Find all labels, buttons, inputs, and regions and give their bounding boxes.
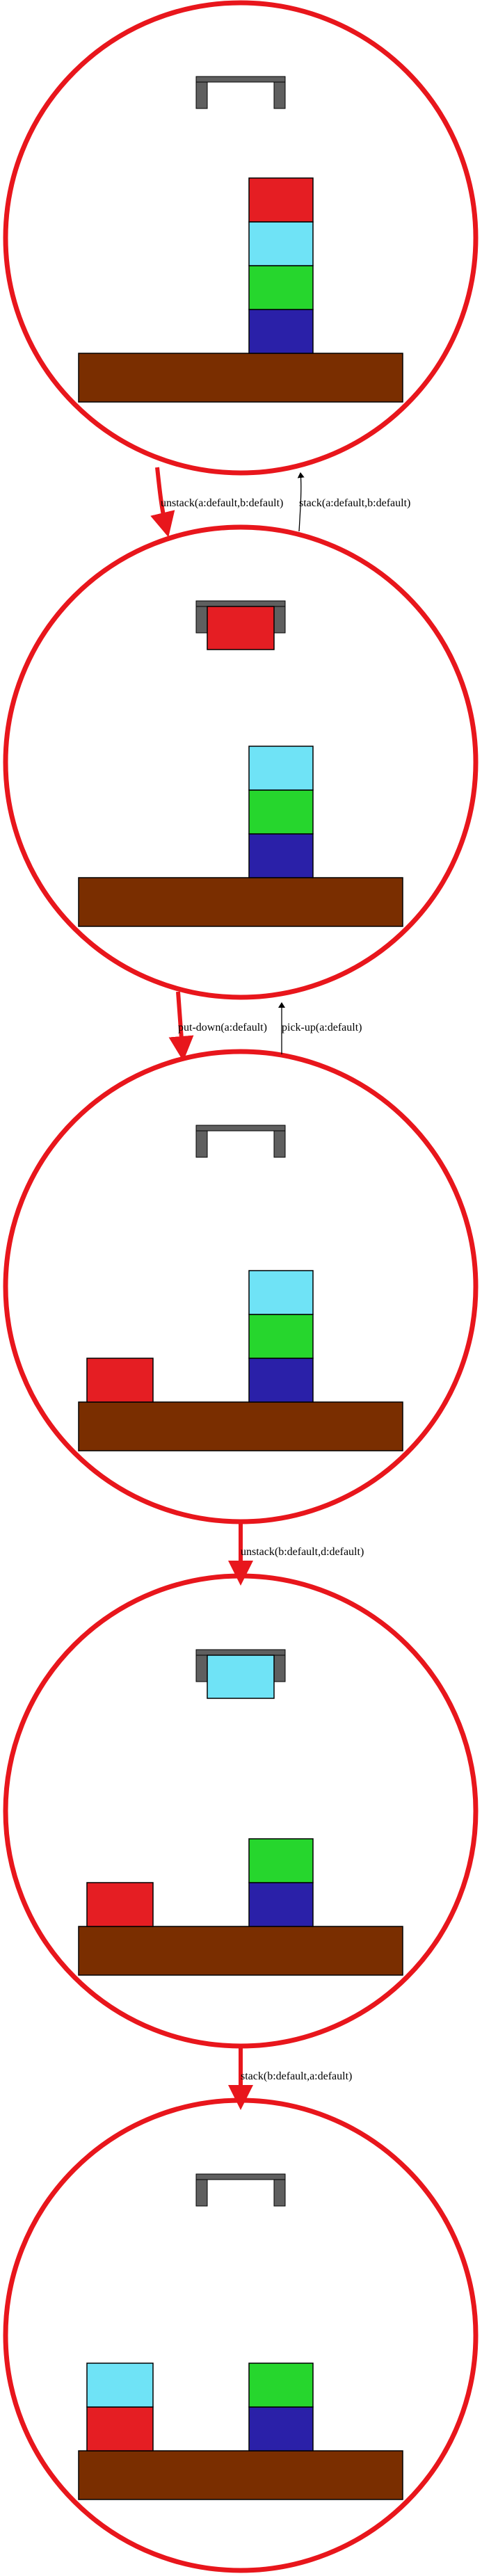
held-red-block bbox=[207, 606, 275, 650]
red-block bbox=[86, 1358, 154, 1403]
transition-arrow-bold bbox=[150, 467, 175, 538]
gripper-icon bbox=[195, 1649, 286, 1682]
green-block bbox=[248, 1314, 314, 1359]
state-node bbox=[3, 0, 479, 476]
gripper-icon bbox=[195, 1125, 286, 1158]
gripper-bar bbox=[195, 1649, 286, 1656]
gripper-bar bbox=[195, 2173, 286, 2180]
transition-edge: stack(b:default,a:default) bbox=[228, 2046, 352, 2110]
gripper-icon bbox=[195, 76, 286, 109]
navy-block bbox=[248, 1882, 314, 1927]
state-node bbox=[3, 524, 479, 1000]
navy-block bbox=[248, 1358, 314, 1403]
table bbox=[78, 353, 403, 403]
table bbox=[78, 2450, 403, 2500]
transition-label: pick-up(a:default) bbox=[282, 1022, 362, 1033]
states-layer bbox=[3, 0, 479, 2573]
transition-edge: pick-up(a:default) bbox=[278, 1002, 362, 1054]
transition-label: stack(b:default,a:default) bbox=[241, 2070, 352, 2082]
transition-arrow-bold bbox=[168, 991, 194, 1061]
transition-edge: unstack(b:default,d:default) bbox=[228, 1522, 364, 1586]
state-node bbox=[3, 1573, 479, 2049]
red-block bbox=[86, 1882, 154, 1927]
gripper-bar bbox=[195, 76, 286, 83]
navy-block bbox=[248, 2406, 314, 2452]
cyan-block bbox=[86, 2362, 154, 2408]
transition-label: unstack(a:default,b:default) bbox=[161, 497, 283, 509]
transition-arrow-thin bbox=[297, 472, 305, 532]
green-block bbox=[248, 789, 314, 835]
navy-block bbox=[248, 309, 314, 354]
state-node bbox=[3, 2098, 479, 2573]
table bbox=[78, 877, 403, 927]
cyan-block bbox=[248, 221, 314, 266]
green-block bbox=[248, 2362, 314, 2408]
cyan-block bbox=[248, 746, 314, 791]
table bbox=[78, 1401, 403, 1451]
navy-block bbox=[248, 833, 314, 878]
edges-layer: unstack(a:default,b:default) stack(a:defa… bbox=[150, 467, 410, 2110]
transition-edge: stack(a:default,b:default) bbox=[297, 472, 410, 532]
transition-label: unstack(b:default,d:default) bbox=[241, 1546, 364, 1558]
transition-label: stack(a:default,b:default) bbox=[299, 497, 410, 509]
transition-label: put-down(a:default) bbox=[178, 1022, 267, 1033]
transition-edge: put-down(a:default) bbox=[168, 991, 267, 1061]
transition-edge: unstack(a:default,b:default) bbox=[150, 467, 283, 538]
green-block bbox=[248, 265, 314, 310]
red-block bbox=[248, 177, 314, 223]
red-block bbox=[86, 2406, 154, 2452]
table bbox=[78, 1926, 403, 1976]
held-cyan-block bbox=[207, 1655, 275, 1699]
cyan-block bbox=[248, 1270, 314, 1315]
green-block bbox=[248, 1838, 314, 1883]
state-node bbox=[3, 1049, 479, 1524]
gripper-icon bbox=[195, 2173, 286, 2207]
gripper-bar bbox=[195, 600, 286, 607]
gripper-icon bbox=[195, 600, 286, 634]
gripper-bar bbox=[195, 1125, 286, 1132]
